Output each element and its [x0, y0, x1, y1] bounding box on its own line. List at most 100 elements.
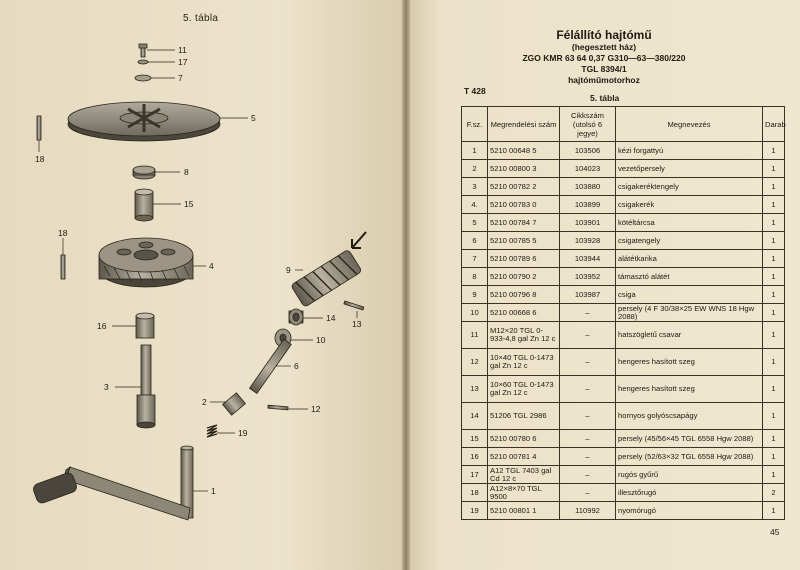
cell-article-number: 103928 — [559, 231, 616, 250]
cell-article-number: – — [559, 447, 616, 466]
callout-3: 3 — [104, 382, 109, 392]
page-title: Félállító hajtómű — [556, 28, 652, 42]
cell-fsz: 15 — [461, 429, 488, 448]
cell-fsz: 6 — [461, 231, 488, 250]
part-19-spring — [206, 424, 218, 438]
cell-quantity: 1 — [762, 447, 785, 466]
part-6-worm-shaft — [248, 338, 292, 394]
cell-quantity: 1 — [762, 267, 785, 286]
book-gutter — [402, 0, 410, 570]
cell-order-number: 51206 TGL 2986 — [487, 402, 560, 430]
cell-article-number: – — [559, 375, 616, 403]
right-page-heading: Félállító hajtómű (hegesztett ház) ZGO K… — [408, 28, 800, 86]
cell-quantity: 1 — [762, 348, 785, 376]
cell-quantity: 1 — [762, 429, 785, 448]
cell-quantity: 1 — [762, 249, 785, 268]
part-3-shaft — [136, 344, 156, 429]
part-16-bushing — [135, 312, 155, 339]
callout-15: 15 — [184, 199, 194, 209]
part-7-washer — [134, 74, 152, 82]
cell-order-number: 10×40 TGL 0-1473 gal Zn 12 c — [487, 348, 560, 376]
cell-fsz: 8 — [461, 267, 488, 286]
cell-name: hengeres hasított szeg — [615, 375, 763, 403]
cell-fsz: 2 — [461, 159, 488, 178]
cell-order-number: 5210 00800 3 — [487, 159, 560, 178]
part-18-key — [36, 115, 42, 141]
cell-order-number: 5210 00648 5 — [487, 141, 560, 160]
part-12-pin — [267, 404, 289, 411]
page-number: 45 — [770, 527, 780, 537]
cell-fsz: 12 — [461, 348, 488, 376]
part-4-worm-wheel — [98, 237, 194, 288]
cell-quantity: 1 — [762, 177, 785, 196]
cell-order-number: M12×20 TGL 0-933-4,8 gal Zn 12 c — [487, 321, 560, 349]
cell-fsz: 19 — [461, 501, 488, 520]
cell-fsz: 5 — [461, 213, 488, 232]
parts-table: F.sz. Megrendelési szám Cikkszám (utolsó… — [461, 106, 786, 520]
cell-quantity: 1 — [762, 141, 785, 160]
cell-order-number: 5210 00801 1 — [487, 501, 560, 520]
leader-lines — [38, 49, 358, 492]
cell-name: vezetőpersely — [615, 159, 763, 178]
table-label: 5. tábla — [590, 93, 620, 103]
cell-fsz: 1 — [461, 141, 488, 160]
cell-fsz: 11 — [461, 321, 488, 349]
cell-name: csigatengely — [615, 231, 763, 250]
cell-article-number: – — [559, 303, 616, 322]
cell-order-number: A12×8×70 TGL 9500 — [487, 483, 560, 502]
cell-article-number: 110992 — [559, 501, 616, 520]
callout-19: 19 — [238, 428, 248, 438]
cell-quantity: 1 — [762, 195, 785, 214]
cell-order-number: 5210 00783 0 — [487, 195, 560, 214]
exploded-view-drawing: 11 17 7 5 18 8 15 18 4 9 16 14 13 10 3 6… — [33, 43, 367, 521]
cell-name: illesztőrugó — [615, 483, 763, 502]
cell-quantity: 1 — [762, 321, 785, 349]
cell-name: nyomórugó — [615, 501, 763, 520]
cell-name: hornyos golyóscsapágy — [615, 402, 763, 430]
cell-article-number: 103952 — [559, 267, 616, 286]
cell-name: persely (52/63×32 TGL 6558 Hgw 2088) — [615, 447, 763, 466]
cell-quantity: 1 — [762, 213, 785, 232]
cell-order-number: 5210 00790 2 — [487, 267, 560, 286]
spec-line: ZGO KMR 63 64 0,37 G310—63—380/220 — [522, 53, 686, 63]
cell-fsz: 9 — [461, 285, 488, 304]
callout-12: 12 — [311, 404, 321, 414]
cell-fsz: 16 — [461, 447, 488, 466]
header-quantity: Darab — [762, 106, 786, 142]
callout-2: 2 — [202, 397, 207, 407]
cell-article-number: 104023 — [559, 159, 616, 178]
callout-18-top: 18 — [35, 154, 45, 164]
cell-quantity: 1 — [762, 159, 785, 178]
callout-9: 9 — [286, 265, 291, 275]
part-18-key-2 — [60, 254, 66, 280]
cell-article-number: – — [559, 429, 616, 448]
part-14-bearing — [288, 308, 304, 326]
cell-fsz: 4. — [461, 195, 488, 214]
cell-article-number: 103506 — [559, 141, 616, 160]
cell-quantity: 1 — [762, 285, 785, 304]
cell-quantity: 1 — [762, 303, 785, 322]
cell-quantity: 1 — [762, 465, 785, 484]
part-11-bolt — [138, 43, 148, 58]
cell-name: rugós gyűrű — [615, 465, 763, 484]
cell-order-number: A12 TGL 7403 gal Cd 12 c — [487, 465, 560, 484]
cell-name: persely (45/56×45 TGL 6558 Hgw 2088) — [615, 429, 763, 448]
cell-article-number: – — [559, 348, 616, 376]
cell-order-number: 5210 00796 8 — [487, 285, 560, 304]
cell-order-number: 5210 00668 6 — [487, 303, 560, 322]
cell-quantity: 2 — [762, 483, 785, 502]
header-order-number: Megrendelési szám — [487, 106, 560, 142]
callout-5: 5 — [251, 113, 256, 123]
